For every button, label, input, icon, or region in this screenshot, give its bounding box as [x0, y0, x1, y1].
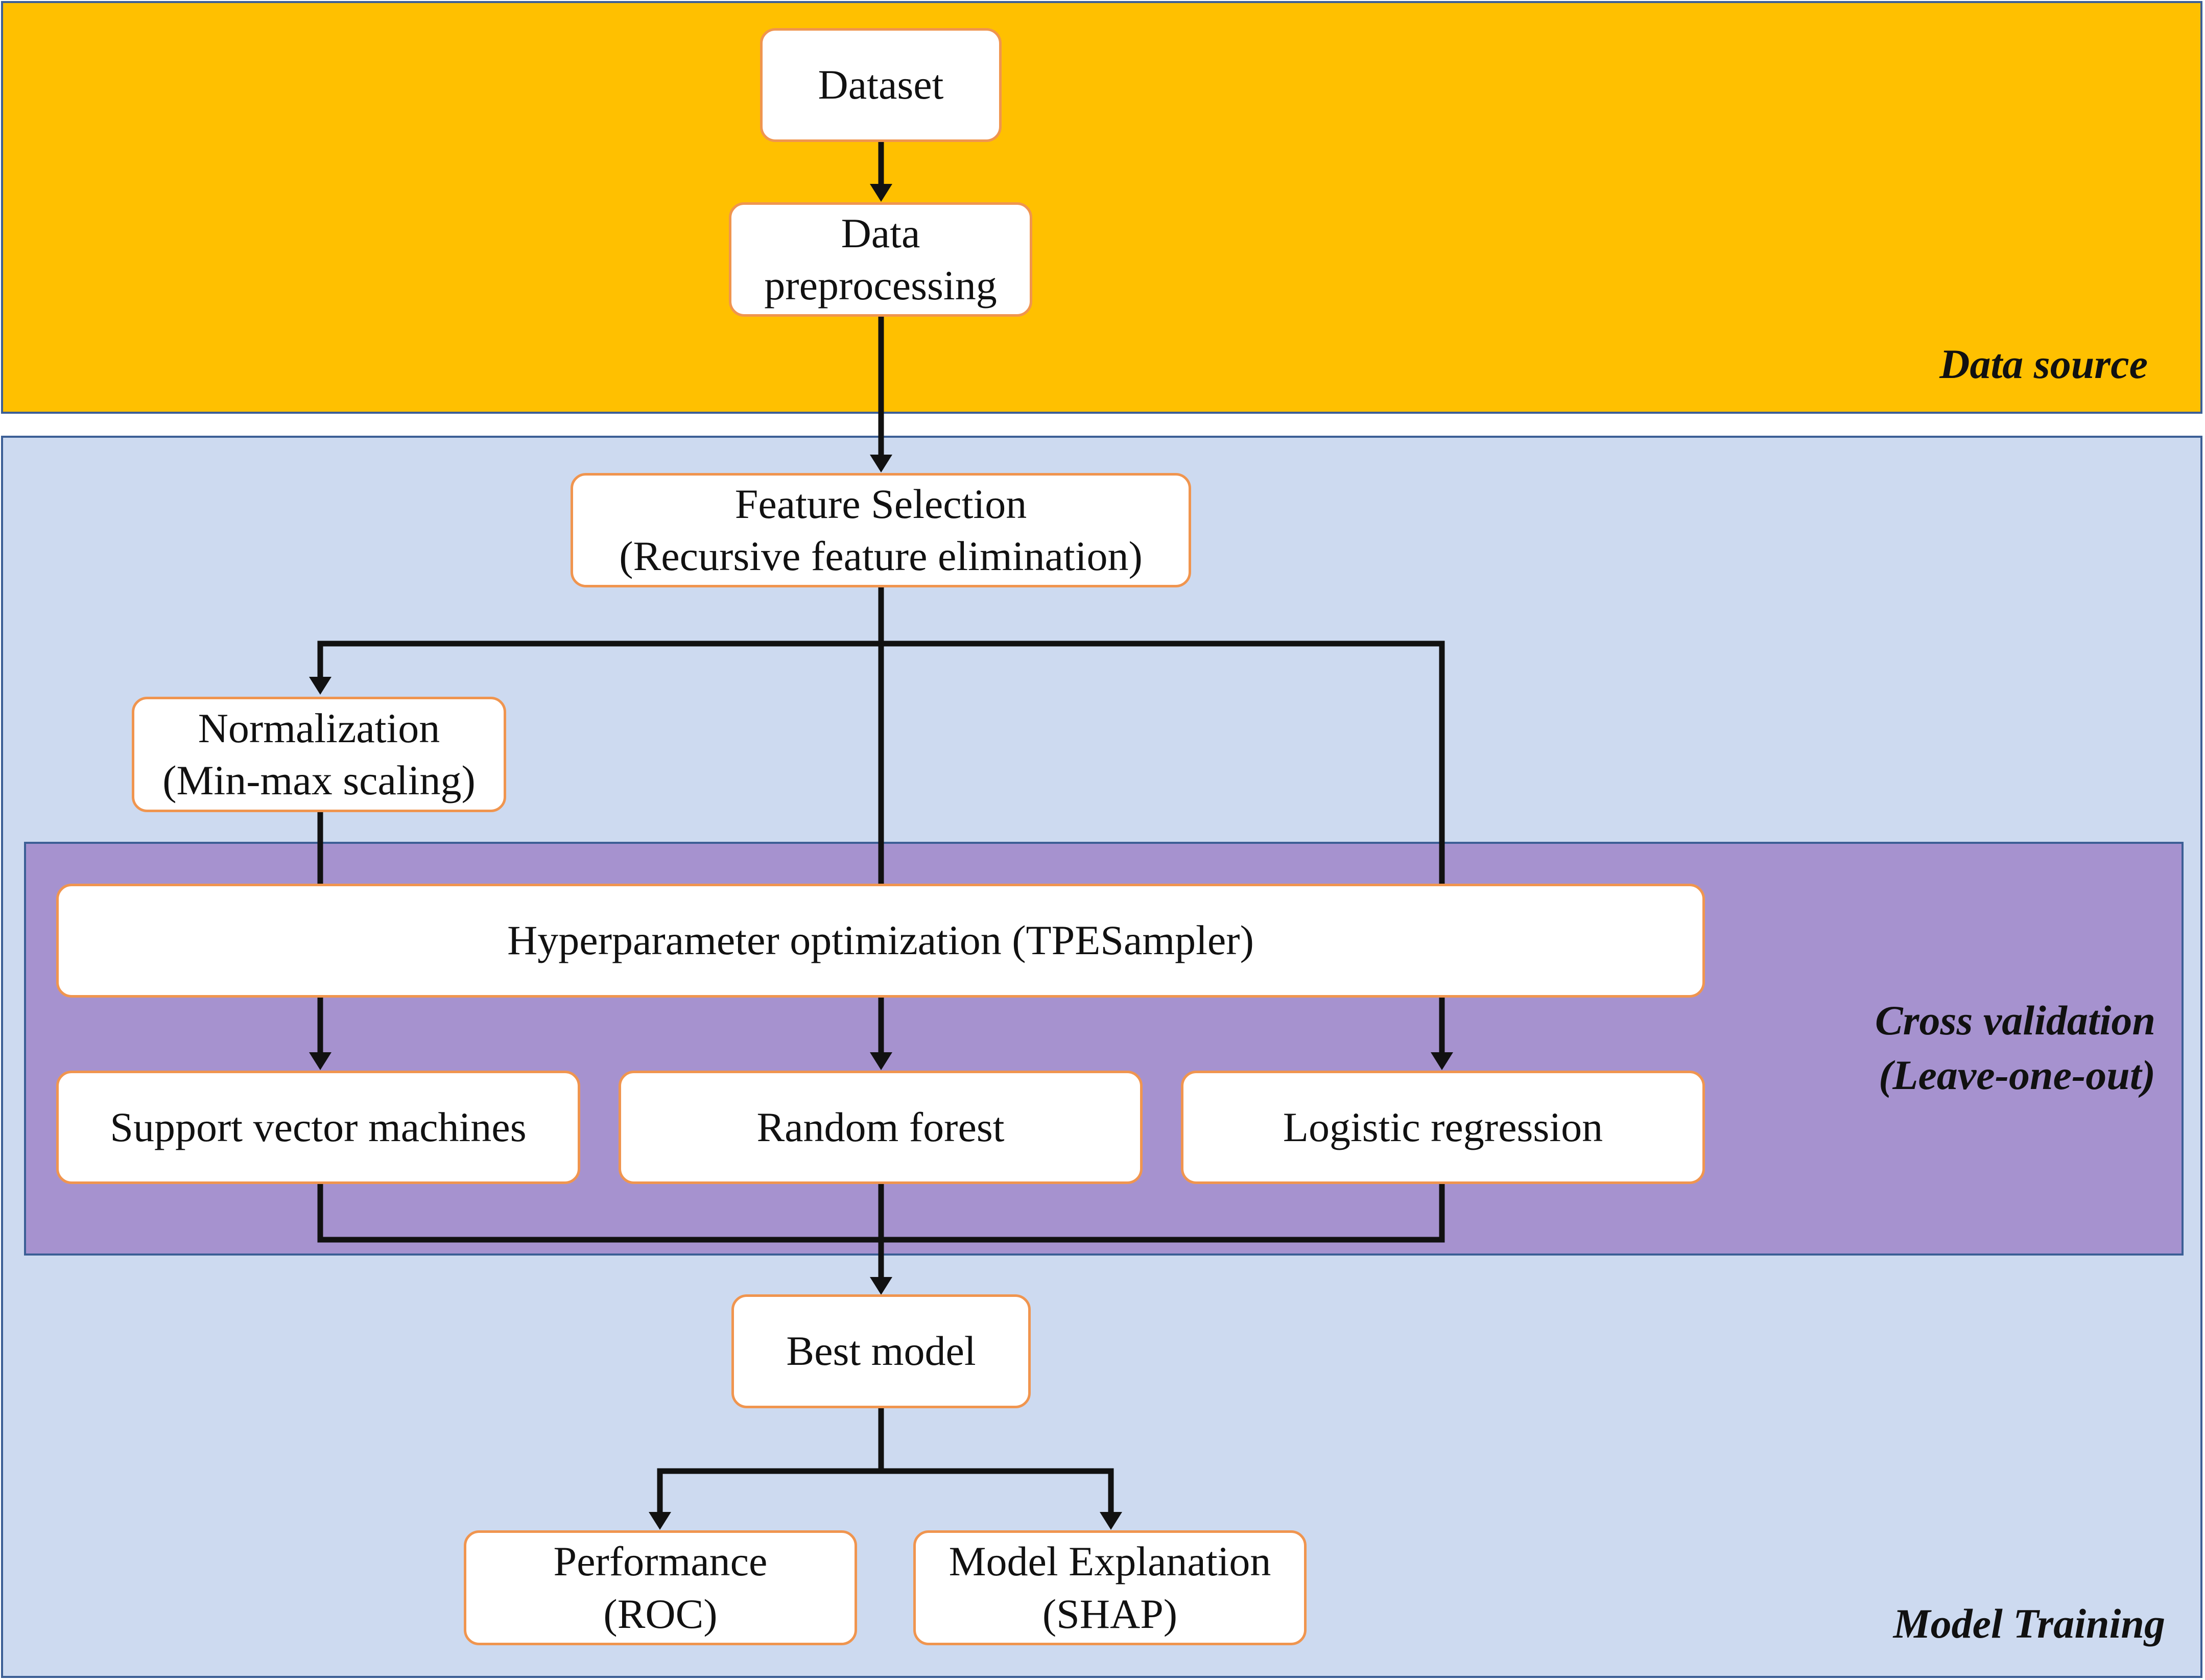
arrow-to-lr — [1431, 1052, 1453, 1070]
performance-node: Performance (ROC) — [464, 1530, 857, 1645]
edge-output-bar — [657, 1468, 1114, 1512]
data-preprocessing-node: Data preprocessing — [729, 202, 1032, 317]
preprocessing-label-line2: preprocessing — [764, 262, 997, 309]
arrow-to-performance — [649, 1512, 671, 1530]
best-model-label: Best model — [786, 1328, 976, 1375]
cross-validation-label: Cross validation (Leave-one-out) — [1875, 993, 2155, 1102]
model-training-label: Model Training — [1893, 1600, 2165, 1647]
arrow-to-svm — [309, 1052, 331, 1070]
random-forest-node: Random forest — [619, 1071, 1143, 1184]
logistic-regression-node: Logistic regression — [1181, 1071, 1705, 1184]
svm-label: Support vector machines — [110, 1103, 527, 1150]
dataset-label: Dataset — [818, 61, 944, 108]
data-source-label: Data source — [1939, 341, 2148, 387]
cross-validation-label-line2: (Leave-one-out) — [1879, 1051, 2155, 1098]
cross-validation-label-line1: Cross validation — [1875, 997, 2155, 1044]
feature-selection-label-line1: Feature Selection — [734, 480, 1027, 527]
explanation-label-line1: Model Explanation — [949, 1538, 1271, 1584]
normalization-label-line2: (Min-max scaling) — [162, 757, 476, 803]
arrow-dataset-preprocessing — [870, 184, 892, 202]
hyperparameter-label: Hyperparameter optimization (TPESampler) — [507, 917, 1254, 964]
hyperparameter-optimization-node: Hyperparameter optimization (TPESampler) — [56, 884, 1705, 998]
svm-node: Support vector machines — [56, 1071, 580, 1184]
normalization-node: Normalization (Min-max scaling) — [132, 697, 506, 812]
model-explanation-node: Model Explanation (SHAP) — [913, 1530, 1307, 1645]
best-model-node: Best model — [731, 1294, 1031, 1408]
performance-label-line1: Performance — [553, 1538, 768, 1584]
preprocessing-label-line1: Data — [841, 209, 920, 256]
feature-selection-label-line2: (Recursive feature elimination) — [619, 533, 1143, 579]
arrow-to-best-model — [870, 1277, 892, 1295]
normalization-label-line1: Normalization — [198, 704, 440, 751]
arrow-to-normalization — [309, 677, 331, 695]
arrow-to-rf — [870, 1052, 892, 1070]
arrow-to-explanation — [1100, 1512, 1122, 1530]
logistic-regression-label: Logistic regression — [1283, 1103, 1603, 1150]
data-source-region — [1, 1, 2202, 414]
feature-selection-node: Feature Selection (Recursive feature eli… — [571, 473, 1191, 587]
dataset-node: Dataset — [760, 28, 1002, 142]
random-forest-label: Random forest — [756, 1103, 1005, 1150]
performance-label-line2: (ROC) — [603, 1590, 718, 1637]
arrow-preprocessing-feature-selection — [870, 455, 892, 472]
connector-group — [309, 142, 1453, 1530]
explanation-label-line2: (SHAP) — [1042, 1590, 1178, 1637]
